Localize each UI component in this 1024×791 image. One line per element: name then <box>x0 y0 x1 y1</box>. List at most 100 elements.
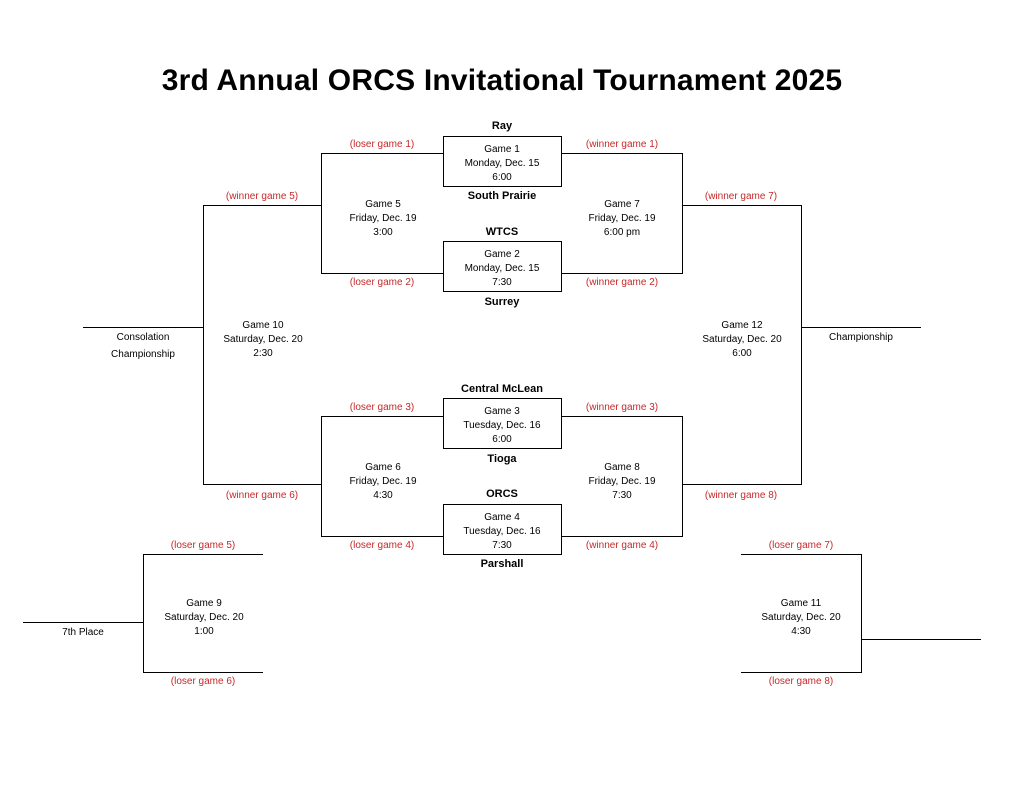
bracket-line <box>321 416 322 537</box>
game-2-info: Game 2 Monday, Dec. 15 7:30 <box>427 248 577 290</box>
bracket-line <box>861 554 862 673</box>
bracket-line <box>143 554 263 555</box>
game-1-date: Monday, Dec. 15 <box>464 158 540 169</box>
game-12-info: Game 12 Saturday, Dec. 20 6:00 <box>667 319 817 361</box>
game-2-time: 7:30 <box>492 277 512 288</box>
team-central-mclean: Central McLean <box>461 383 543 395</box>
game-9-date: Saturday, Dec. 20 <box>164 612 244 623</box>
game-9-info: Game 9 Saturday, Dec. 20 1:00 <box>129 597 279 639</box>
game-4-time: 7:30 <box>492 540 512 551</box>
game-11-name: Game 11 <box>780 598 822 609</box>
bracket-line <box>321 416 443 417</box>
bracket-line <box>321 273 443 274</box>
game-6-time: 4:30 <box>373 490 393 501</box>
seventh-place-label: 7th Place <box>62 627 104 638</box>
game-6-info: Game 6 Friday, Dec. 19 4:30 <box>308 461 458 503</box>
game-9-name: Game 9 <box>186 598 222 609</box>
team-south-prairie: South Prairie <box>467 190 537 202</box>
game-4-name: Game 4 <box>484 512 520 523</box>
feeder-loser-game-6: (loser game 6) <box>170 676 236 687</box>
game-5-date: Friday, Dec. 19 <box>349 213 417 224</box>
feeder-winner-game-2: (winner game 2) <box>585 277 659 288</box>
game-7-date: Friday, Dec. 19 <box>588 213 656 224</box>
game-4-info: Game 4 Tuesday, Dec. 16 7:30 <box>427 511 577 553</box>
bracket-line <box>682 484 801 485</box>
game-5-time: 3:00 <box>373 227 393 238</box>
game-7-name: Game 7 <box>604 199 640 210</box>
game-12-date: Saturday, Dec. 20 <box>702 334 782 345</box>
game-1-name: Game 1 <box>484 144 520 155</box>
bracket-line <box>143 554 144 673</box>
bracket-line <box>83 327 203 328</box>
team-tioga: Tioga <box>487 453 517 465</box>
feeder-loser-game-7: (loser game 7) <box>768 540 834 551</box>
bracket-line <box>23 622 143 623</box>
feeder-loser-game-2: (loser game 2) <box>349 277 415 288</box>
game-3-info: Game 3 Tuesday, Dec. 16 6:00 <box>427 405 577 447</box>
bracket-line <box>203 205 321 206</box>
game-3-time: 6:00 <box>492 434 512 445</box>
game-7-time: 6:00 pm <box>603 227 641 238</box>
consolation-championship-label: Consolation Championship <box>73 329 213 363</box>
game-8-date: Friday, Dec. 19 <box>588 476 656 487</box>
game-10-info: Game 10 Saturday, Dec. 20 2:30 <box>188 319 338 361</box>
game-6-date: Friday, Dec. 19 <box>349 476 417 487</box>
game-10-time: 2:30 <box>253 348 273 359</box>
feeder-winner-game-5: (winner game 5) <box>225 191 299 202</box>
game-8-info: Game 8 Friday, Dec. 19 7:30 <box>547 461 697 503</box>
game-11-time: 4:30 <box>791 626 811 637</box>
bracket-line <box>321 153 322 274</box>
feeder-winner-game-6: (winner game 6) <box>225 490 299 501</box>
feeder-loser-game-4: (loser game 4) <box>349 540 415 551</box>
game-12-name: Game 12 <box>721 320 763 331</box>
team-orcs: ORCS <box>486 488 518 500</box>
game-11-info: Game 11 Saturday, Dec. 20 4:30 <box>726 597 876 639</box>
game-11-date: Saturday, Dec. 20 <box>761 612 841 623</box>
game-4-date: Tuesday, Dec. 16 <box>463 526 541 537</box>
game-1-time: 6:00 <box>492 172 512 183</box>
bracket-line <box>203 205 204 485</box>
game-3-date: Tuesday, Dec. 16 <box>463 420 541 431</box>
bracket-line <box>741 554 861 555</box>
bracket-line <box>562 536 682 537</box>
feeder-winner-game-8: (winner game 8) <box>704 490 778 501</box>
game-10-name: Game 10 <box>242 320 284 331</box>
team-surrey: Surrey <box>484 296 520 308</box>
game-1-info: Game 1 Monday, Dec. 15 6:00 <box>427 143 577 185</box>
bracket-line <box>203 484 321 485</box>
bracket-line <box>682 205 801 206</box>
bracket-line <box>682 153 683 274</box>
game-12-time: 6:00 <box>732 348 752 359</box>
game-3-name: Game 3 <box>484 406 520 417</box>
bracket-line <box>143 672 263 673</box>
team-parshall: Parshall <box>480 558 524 570</box>
bracket-line <box>321 536 443 537</box>
bracket-line <box>321 153 443 154</box>
game-3-box <box>443 398 562 449</box>
game-1-box <box>443 136 562 187</box>
feeder-winner-game-3: (winner game 3) <box>585 402 659 413</box>
feeder-winner-game-4: (winner game 4) <box>585 540 659 551</box>
game-8-name: Game 8 <box>604 462 640 473</box>
game-10-date: Saturday, Dec. 20 <box>223 334 303 345</box>
team-wtcs: WTCS <box>485 226 519 238</box>
feeder-loser-game-1: (loser game 1) <box>349 139 415 150</box>
team-ray: Ray <box>491 120 513 132</box>
championship-label: Championship <box>829 332 893 343</box>
bracket-line <box>801 205 802 485</box>
game-2-date: Monday, Dec. 15 <box>464 263 540 274</box>
bracket-line <box>562 153 682 154</box>
game-2-box <box>443 241 562 292</box>
feeder-winner-game-1: (winner game 1) <box>585 139 659 150</box>
page-title: 3rd Annual ORCS Invitational Tournament … <box>161 64 843 97</box>
game-5-name: Game 5 <box>365 199 401 210</box>
feeder-winner-game-7: (winner game 7) <box>704 191 778 202</box>
game-6-name: Game 6 <box>365 462 401 473</box>
game-5-info: Game 5 Friday, Dec. 19 3:00 <box>308 198 458 240</box>
game-9-time: 1:00 <box>194 626 214 637</box>
consolation-label-line2: Championship <box>111 349 175 360</box>
bracket-line <box>682 416 683 537</box>
bracket-line <box>801 327 921 328</box>
consolation-label-line1: Consolation <box>116 332 170 343</box>
bracket-line <box>562 416 682 417</box>
